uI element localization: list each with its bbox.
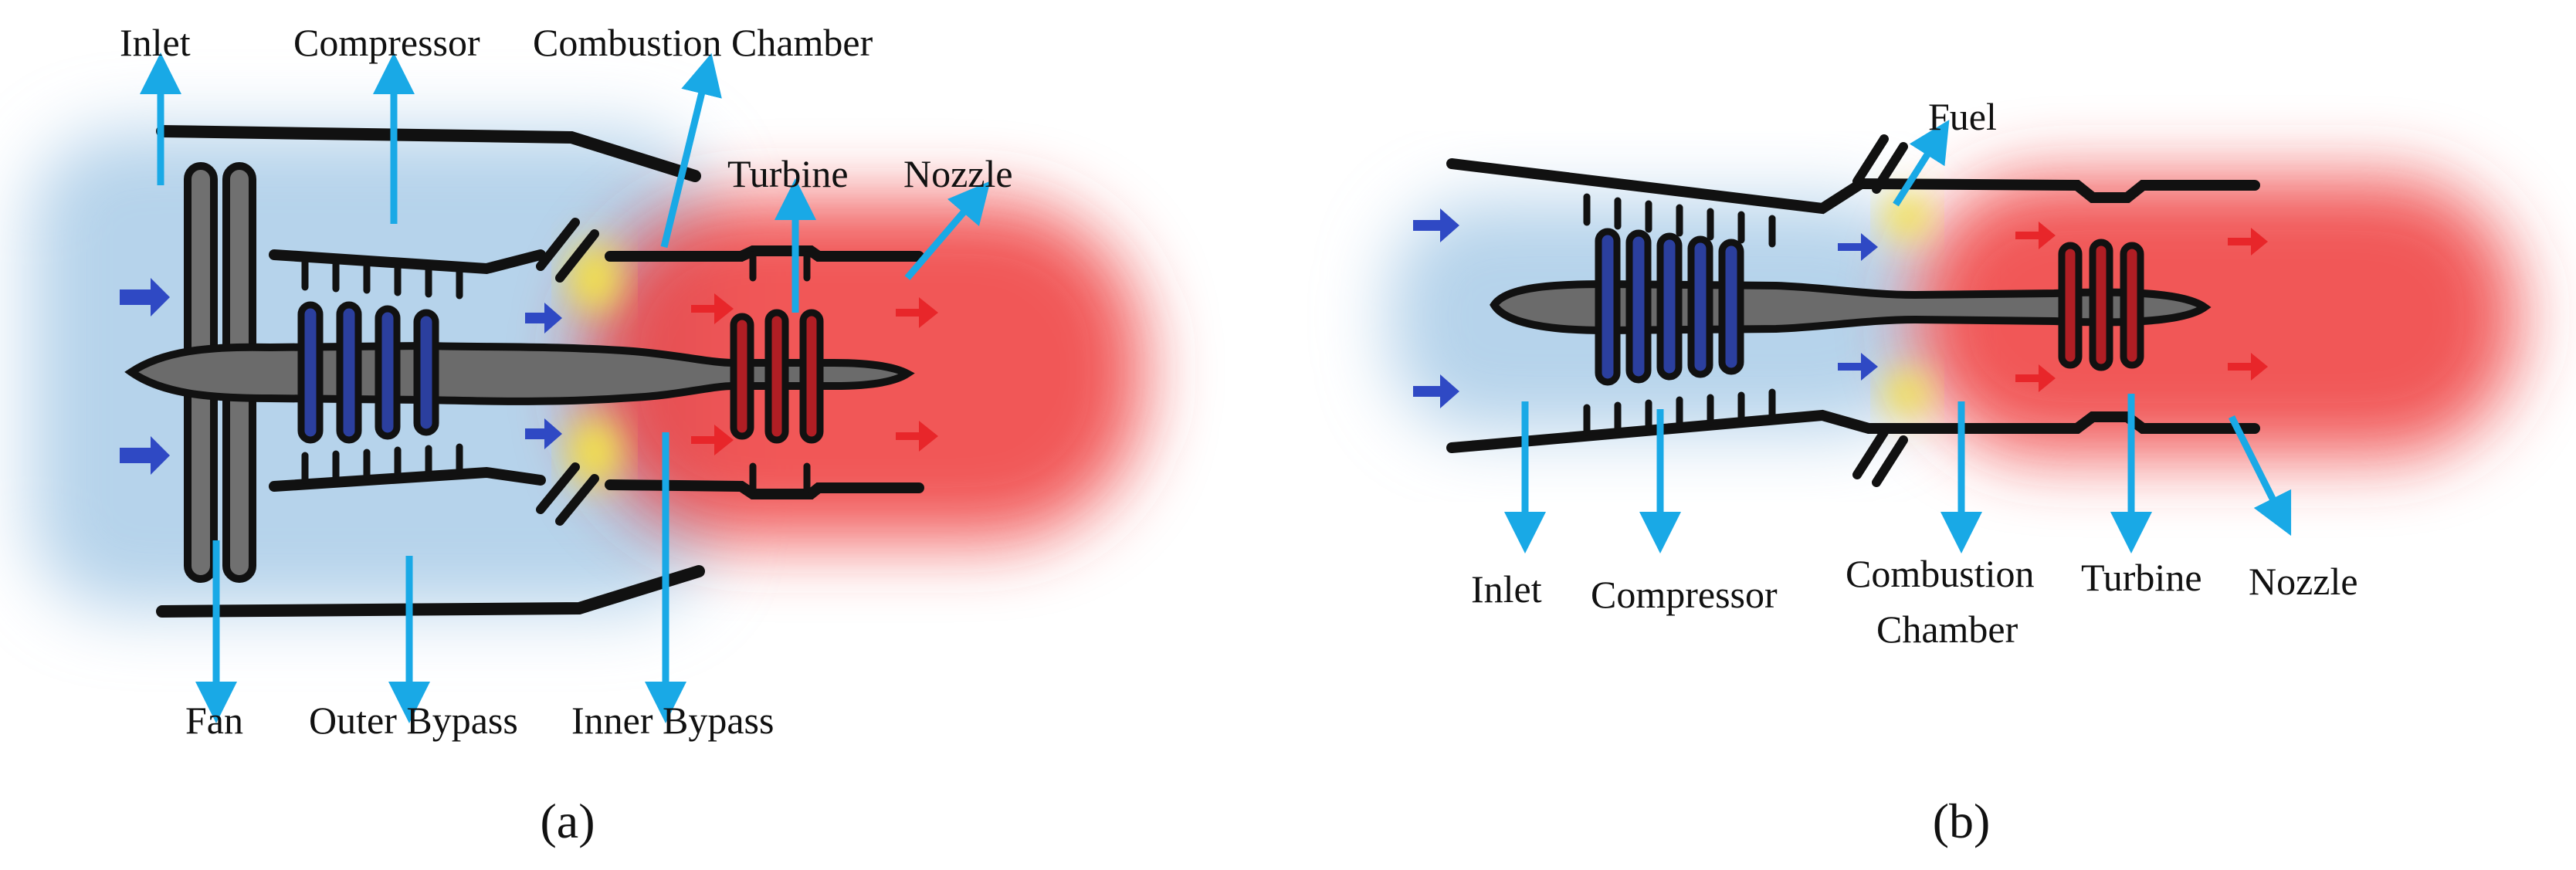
label-nozzle: Nozzle [903, 152, 1013, 195]
label-inlet-b: Inlet [1471, 567, 1542, 611]
stator-ticks-top-b [1583, 193, 1776, 248]
stator-ticks-top-a [301, 251, 811, 300]
combustor-injectors-a [536, 218, 599, 526]
core-casing-bottom-a [269, 466, 924, 499]
label-inlet: Inlet [120, 21, 191, 64]
stator-ticks-bottom-a [301, 443, 811, 493]
caption-a: (a) [540, 794, 595, 848]
diagram-b-turbojet: Fuel Inlet Compressor Combustion Chamber… [1390, 95, 2517, 848]
exhaust-arrows-a [691, 293, 938, 455]
diagram-a-turbofan: Inlet Compressor Combustion Chamber Turb… [31, 21, 1143, 848]
label-inner-bypass: Inner Bypass [571, 699, 774, 742]
core-casing-top-a [269, 245, 924, 275]
label-compressor-b: Compressor [1591, 573, 1778, 616]
compressor-blades-a [297, 301, 439, 444]
compressor-blades-b [1595, 228, 1744, 386]
labels-a: Inlet Compressor Combustion Chamber Turb… [120, 21, 1013, 742]
label-combustion-chamber: Combustion Chamber [533, 21, 873, 64]
intake-arrows-b [1413, 208, 1878, 408]
label-turbine-b: Turbine [2081, 556, 2202, 599]
stator-ticks-bottom-b [1583, 388, 1776, 436]
label-nozzle-b: Nozzle [2249, 560, 2358, 603]
label-outer-bypass: Outer Bypass [309, 699, 518, 742]
caption-b: (b) [1933, 794, 1991, 848]
label-fan: Fan [185, 699, 243, 742]
label-combustion-line1: Combustion [1846, 552, 2034, 595]
turbine-blades-a [730, 309, 824, 444]
casing-top-b [1446, 158, 2260, 215]
shaft-a [124, 341, 915, 405]
pointer-arrows-a [140, 52, 991, 723]
nacelle-bottom-a [156, 565, 705, 618]
label-turbine: Turbine [727, 152, 849, 195]
label-fuel: Fuel [1928, 95, 1997, 138]
casing-bottom-b [1446, 409, 2260, 453]
label-combustion-line2: Chamber [1876, 608, 2018, 651]
labels-b: Fuel Inlet Compressor Combustion Chamber… [1471, 95, 2358, 651]
exhaust-arrows-b [2015, 222, 2268, 392]
combustor-injectors-b [1852, 134, 1908, 487]
nacelle-top-a [156, 125, 701, 182]
turbine-blades-b [2058, 239, 2144, 371]
pointer-arrows-b [1504, 120, 2292, 553]
intake-arrows-a [120, 278, 562, 475]
label-compressor: Compressor [293, 21, 480, 64]
